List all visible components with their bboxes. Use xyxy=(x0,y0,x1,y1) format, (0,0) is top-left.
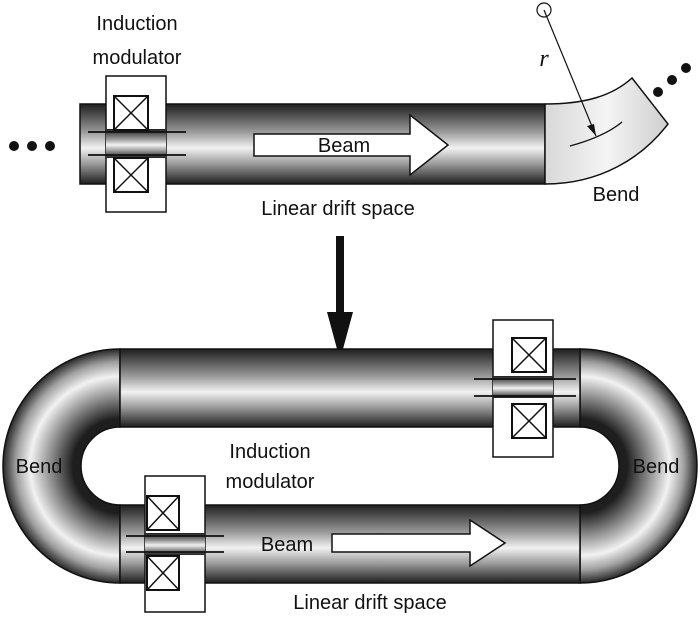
top-section: Induction modulator Beam Linear drift sp… xyxy=(9,2,691,220)
coil-icon xyxy=(511,403,547,439)
bottom-beam-label: Beam xyxy=(261,534,313,556)
top-drift-label: Linear drift space xyxy=(261,198,414,220)
top-beam-arrow xyxy=(253,113,450,177)
bottom-modulator-label-line1: Induction xyxy=(229,441,310,463)
top-bend-pipe xyxy=(544,76,669,185)
right-bend-pipe xyxy=(579,348,698,584)
bottom-drift-label: Linear drift space xyxy=(293,592,446,614)
bottom-modulator-label-line2: modulator xyxy=(226,471,315,493)
right-bend-label: Bend xyxy=(633,456,680,478)
lower-induction-modulator xyxy=(126,475,224,613)
bottom-beam-arrow xyxy=(331,518,507,568)
coil-icon xyxy=(146,555,180,591)
left-bend-pipe xyxy=(2,348,121,584)
left-bend-label: Bend xyxy=(16,456,63,478)
coil-icon xyxy=(511,337,547,373)
transition-arrow xyxy=(327,236,353,360)
coil-icon xyxy=(113,95,149,131)
top-bend-label: Bend xyxy=(593,184,640,206)
beam-trajectory-arc xyxy=(569,121,623,147)
radius-label: r xyxy=(539,46,549,72)
coil-icon xyxy=(146,495,180,531)
ellipsis-right xyxy=(653,63,691,97)
bend-center-marker xyxy=(536,2,552,18)
top-beam-label: Beam xyxy=(318,135,370,157)
top-modulator-label-line1: Induction xyxy=(96,13,177,35)
ellipsis-left xyxy=(9,141,55,151)
top-induction-modulator xyxy=(88,75,186,213)
upper-induction-modulator xyxy=(474,319,576,458)
coil-icon xyxy=(113,157,149,193)
radius-indicator xyxy=(536,2,623,147)
bottom-ring: Bend Bend Induction modulator Beam Linea… xyxy=(2,319,698,614)
top-modulator-label-line2: modulator xyxy=(93,47,182,69)
